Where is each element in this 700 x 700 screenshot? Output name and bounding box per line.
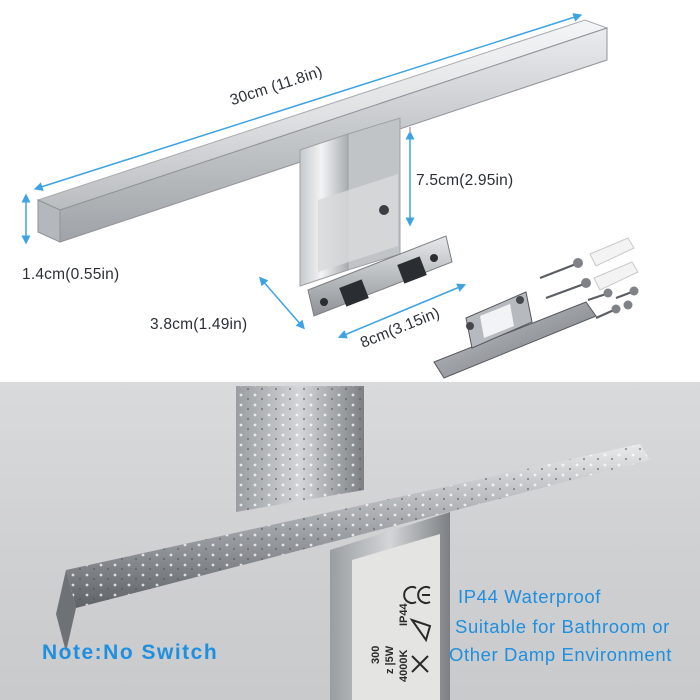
wet-light-bar — [56, 444, 650, 652]
label-color-temp: 4000K — [398, 649, 410, 682]
waterproof-feature-text: IP44 Waterproof — [458, 586, 602, 607]
dimension-lines — [21, 13, 583, 339]
no-switch-note: Note:No Switch — [42, 641, 219, 664]
waterproof-photo — [56, 386, 650, 700]
label-model: 300 — [370, 645, 382, 664]
wall-bracket — [433, 291, 597, 379]
certification-icons — [403, 586, 432, 673]
product-drawing — [21, 13, 639, 379]
depth-dimension-label: 3.8cm(1.49in) — [150, 316, 248, 333]
screws — [539, 262, 633, 320]
height-dimension-label: 7.5cm(2.95in) — [416, 172, 514, 189]
damp-environment-feature-text: Other Damp Environment — [449, 644, 672, 665]
bathroom-feature-text: Suitable for Bathroom or — [455, 616, 670, 637]
thickness-dimension-label: 1.4cm(0.55in) — [22, 266, 120, 283]
label-power: z |5W — [384, 645, 396, 674]
waterproof-closeup-panel: 300 z |5W 4000K IP44 — [0, 382, 700, 700]
screw-heads — [573, 258, 639, 314]
label-ip-rating: IP44 — [398, 603, 410, 626]
wall-plugs — [589, 237, 639, 291]
product-dimension-panel: 30cm (11.8in) 7.5cm(2.95in) 1.4cm(0.55in… — [21, 13, 639, 379]
